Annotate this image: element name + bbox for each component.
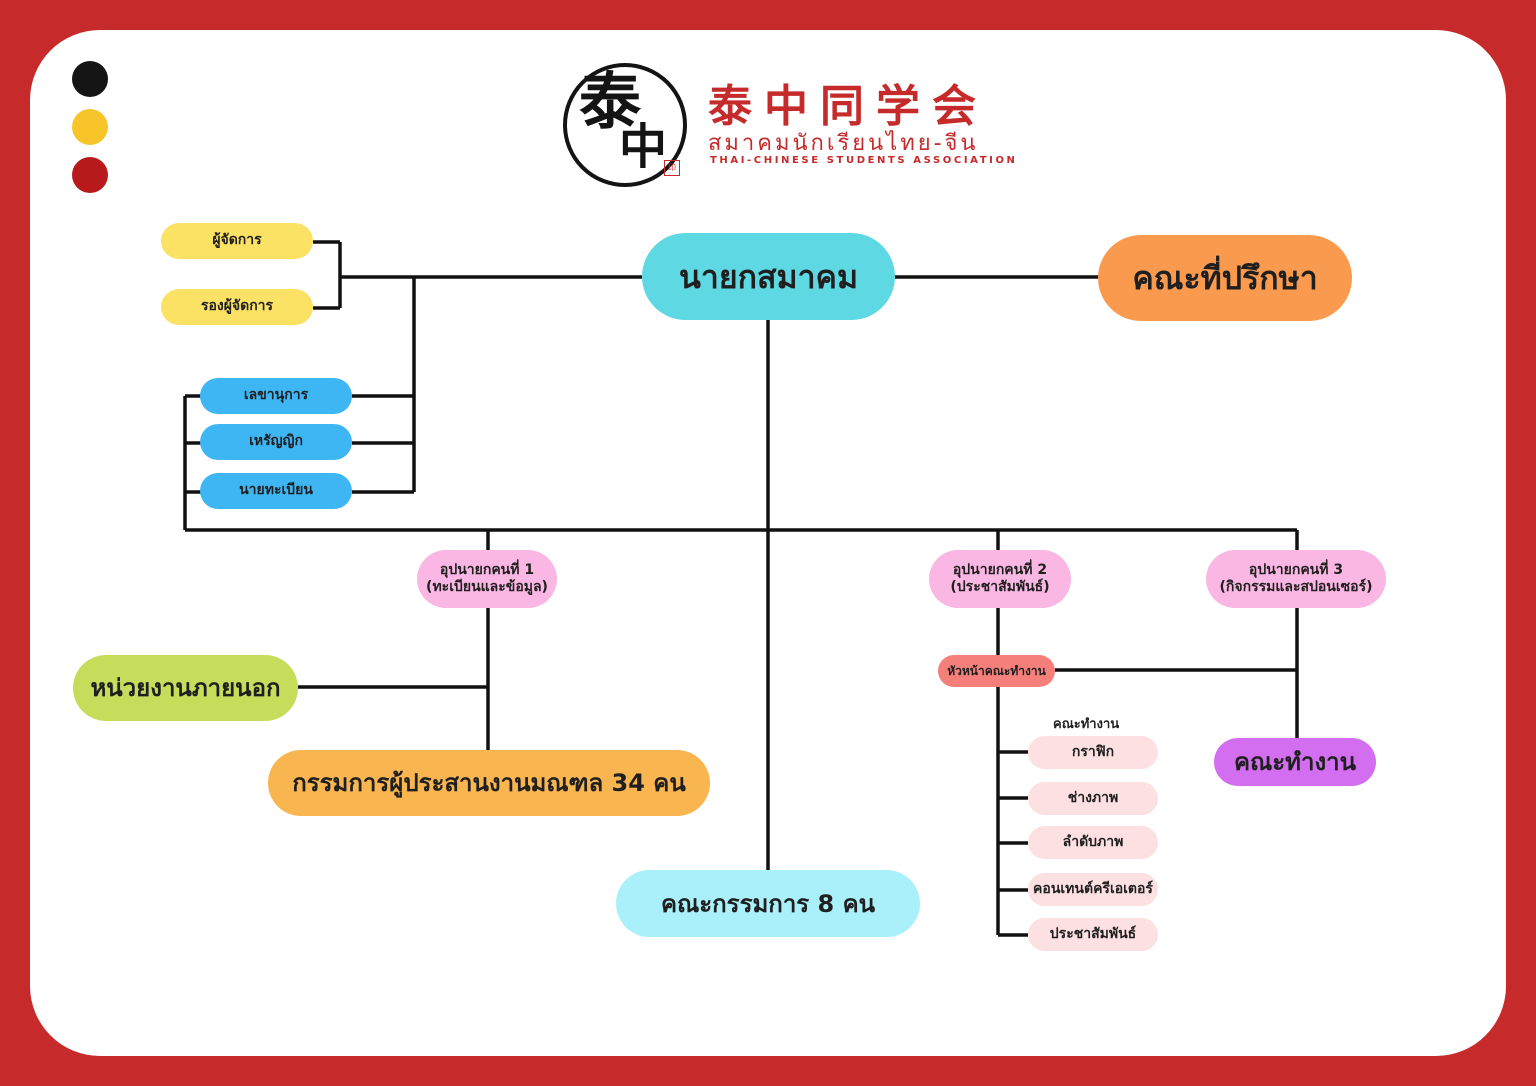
logo-thai-name: สมาคมนักเรียนไทย-จีน [708, 131, 979, 156]
vice-president-1-node: อุปนายกคนที่ 1 (ทะเบียนและข้อมูล) [417, 550, 557, 608]
working-head-node: หัวหน้าคณะทำงาน [938, 655, 1055, 687]
vice-president-3-title: อุปนายกคนที่ 3 [1248, 561, 1344, 578]
vice-president-2-node: อุปนายกคนที่ 2 (ประชาสัมพันธ์) [929, 550, 1071, 608]
logo-glyph-top: 泰 [579, 65, 642, 138]
manager-node: ผู้จัดการ [161, 223, 313, 259]
dot-yellow [72, 109, 108, 145]
team-video-editing-node: ลำดับภาพ [1028, 826, 1158, 859]
logo-glyph-bottom: 中 [619, 119, 668, 175]
external-units-node: หน่วยงานภายนอก [73, 655, 298, 721]
vice-president-2-title: อุปนายกคนที่ 2 [952, 561, 1048, 578]
team-public-relations-node: ประชาสัมพันธ์ [1028, 918, 1158, 951]
deputy-manager-node: รองผู้จัดการ [161, 289, 313, 325]
committee-node: คณะกรรมการ 8 คน [616, 870, 920, 937]
dot-black [72, 61, 108, 97]
vice-president-1-title: อุปนายกคนที่ 1 [439, 561, 535, 578]
president-node: นายกสมาคม [642, 233, 895, 320]
treasurer-node: เหรัญญิก [200, 424, 352, 460]
vice-president-3-node: อุปนายกคนที่ 3 (กิจกรรมและสปอนเซอร์) [1206, 550, 1386, 608]
vice-president-1-role: (ทะเบียนและข้อมูล) [426, 579, 548, 595]
vice-president-2-role: (ประชาสัมพันธ์) [950, 579, 1050, 595]
logo-emblem: 泰 中 [563, 63, 687, 187]
working-team-node: คณะทำงาน [1214, 738, 1376, 786]
team-photographer-node: ช่างภาพ [1028, 782, 1158, 815]
connector-lines [183, 240, 1299, 937]
team-graphic-node: กราฟิก [1028, 736, 1158, 769]
logo-english-name: THAI-CHINESE STUDENTS ASSOCIATION [710, 155, 1018, 166]
org-chart-card: 泰 中 印 泰中同学会 สมาคมนักเรียนไทย-จีน THAI-CH… [30, 30, 1506, 1056]
logo-chinese-name: 泰中同学会 [708, 81, 988, 132]
advisors-node: คณะที่ปรึกษา [1098, 235, 1352, 321]
registrar-node: นายทะเบียน [200, 473, 352, 509]
dot-red [72, 157, 108, 193]
secretary-node: เลขานุการ [200, 378, 352, 414]
vice-president-3-role: (กิจกรรมและสปอนเซอร์) [1219, 579, 1373, 595]
district-coordinators-node: กรรมการผู้ประสานงานมณฑล 34 คน [268, 750, 710, 816]
team-content-creator-node: คอนเทนต์ครีเอเตอร์ [1028, 873, 1158, 906]
working-group-label: คณะทำงาน [1053, 717, 1120, 732]
logo-seal-icon: 印 [664, 160, 680, 176]
